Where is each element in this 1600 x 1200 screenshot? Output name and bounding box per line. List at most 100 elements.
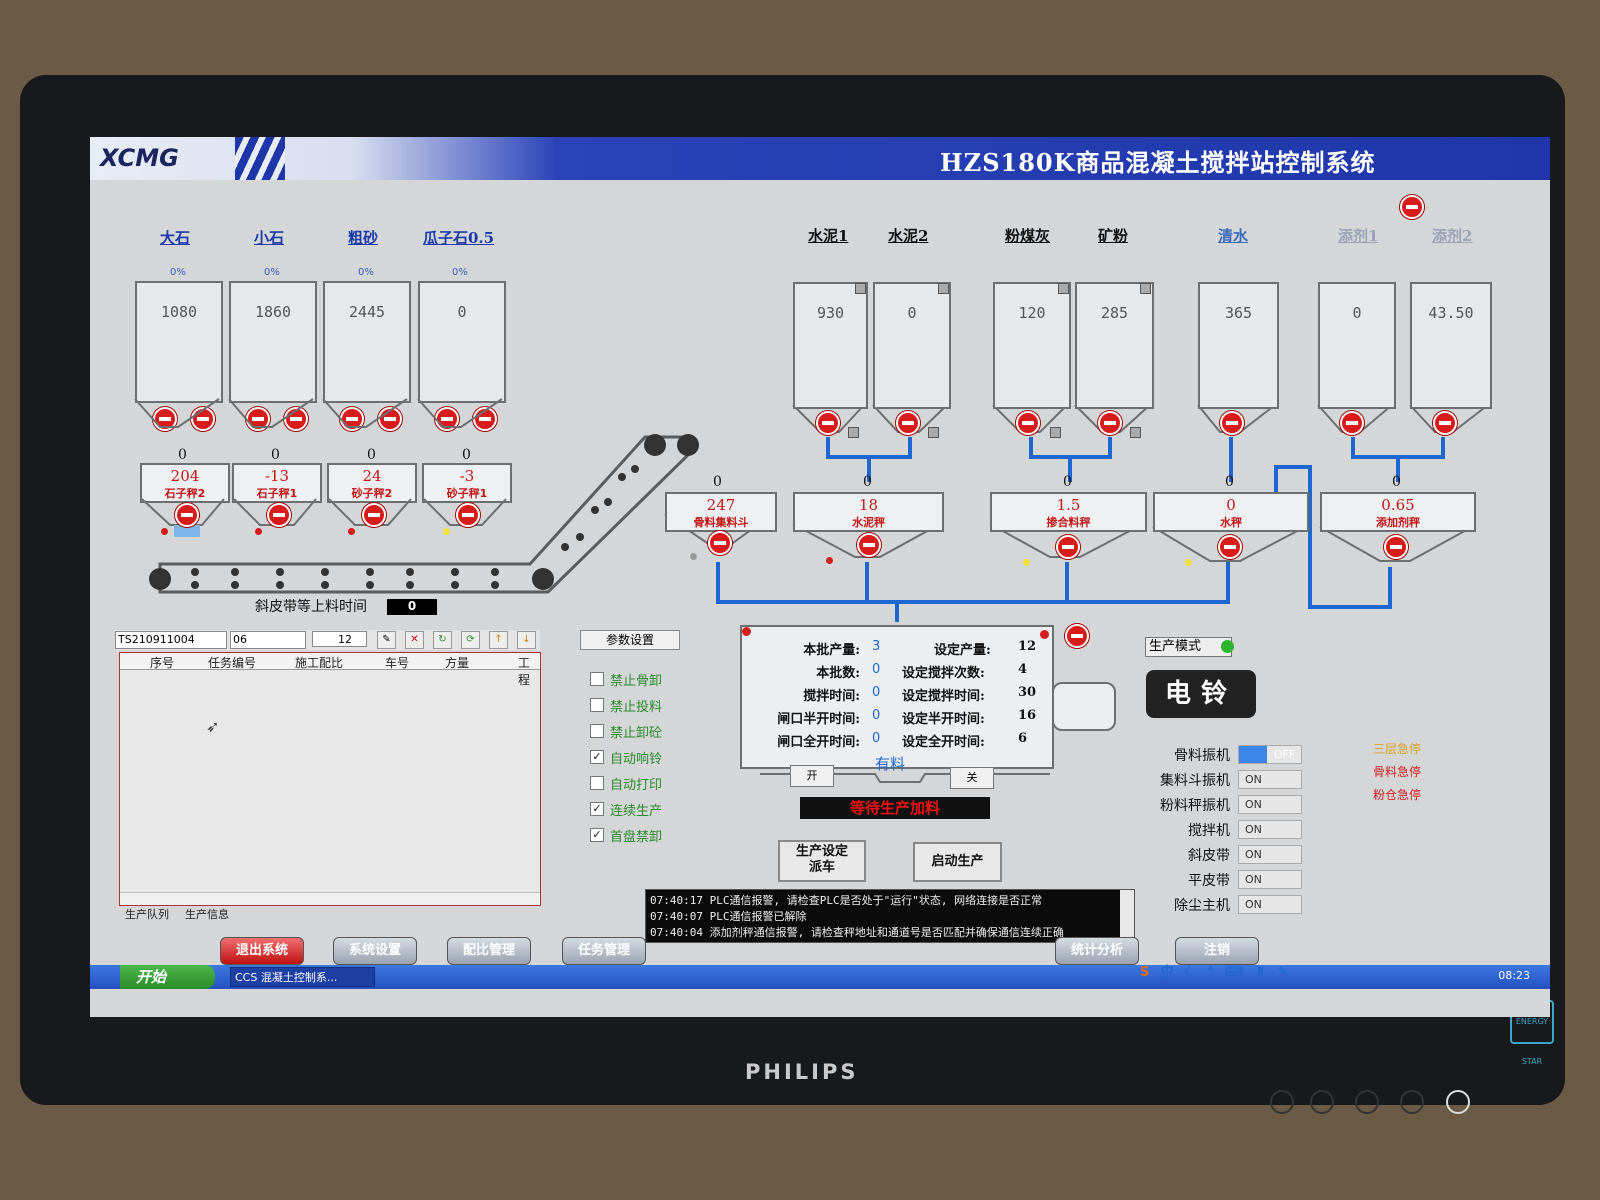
column-header[interactable]: 序号 bbox=[150, 656, 175, 670]
valve-icon[interactable] bbox=[267, 503, 291, 527]
parameter-title[interactable]: 参数设置 bbox=[580, 630, 680, 650]
valve-icon[interactable] bbox=[284, 407, 308, 431]
refresh-icon[interactable]: ↻ bbox=[433, 631, 452, 649]
mixer-set-value[interactable]: 6 bbox=[1018, 731, 1028, 746]
move-down-icon[interactable]: ↓ bbox=[517, 631, 536, 649]
checkbox[interactable] bbox=[590, 724, 604, 738]
logout-button[interactable]: 注销 bbox=[1175, 937, 1259, 965]
moon-icon[interactable]: ☾ bbox=[1184, 965, 1197, 980]
motor-toggle[interactable]: ON bbox=[1238, 770, 1302, 789]
water-bin[interactable]: 365 bbox=[1198, 282, 1279, 409]
motor-toggle[interactable]: ON bbox=[1238, 820, 1302, 839]
wrench-icon[interactable]: ✎ bbox=[1277, 965, 1289, 980]
checkbox[interactable] bbox=[590, 698, 604, 712]
motor-toggle[interactable]: ON bbox=[1238, 870, 1302, 889]
powder-label[interactable]: 添剂2 bbox=[1432, 227, 1473, 245]
tab-queue[interactable]: 生产队列 bbox=[125, 908, 169, 921]
checkbox-label[interactable]: 自动响铃 bbox=[610, 752, 663, 767]
motor-toggle[interactable]: ON bbox=[1238, 795, 1302, 814]
column-header[interactable]: 车号 bbox=[385, 656, 410, 670]
powder-bin[interactable]: 120 bbox=[993, 282, 1071, 409]
task-management-button[interactable]: 任务管理 bbox=[562, 937, 646, 965]
valve-icon[interactable] bbox=[1098, 411, 1122, 435]
delete-icon[interactable]: ✕ bbox=[405, 631, 424, 649]
mix-management-button[interactable]: 配比管理 bbox=[447, 937, 531, 965]
power-button[interactable] bbox=[1446, 1090, 1470, 1114]
bell-button[interactable]: 电铃 bbox=[1146, 670, 1256, 718]
task-grid[interactable]: 序号 任务编号 施工配比 车号 方量 工程 ➶ bbox=[119, 652, 541, 906]
powder-label[interactable]: 清水 bbox=[1218, 227, 1249, 245]
column-header[interactable]: 任务编号 bbox=[208, 656, 257, 670]
valve-icon[interactable] bbox=[1433, 411, 1457, 435]
checkbox[interactable] bbox=[590, 776, 604, 790]
valve-icon[interactable] bbox=[362, 503, 386, 527]
valve-icon[interactable] bbox=[1340, 411, 1364, 435]
valve-icon[interactable] bbox=[1056, 535, 1080, 559]
motor-toggle[interactable]: ON bbox=[1238, 895, 1302, 914]
powder-label[interactable]: 添剂1 bbox=[1338, 227, 1379, 245]
powder-label[interactable]: 粉煤灰 bbox=[1005, 227, 1051, 245]
checkbox-label[interactable]: 连续生产 bbox=[610, 804, 663, 819]
valve-icon[interactable] bbox=[175, 503, 199, 527]
additive-bin[interactable]: 43.50 bbox=[1410, 282, 1492, 409]
checkbox-checked[interactable]: ✓ bbox=[590, 828, 604, 842]
column-header[interactable]: 施工配比 bbox=[295, 656, 344, 670]
taskbar-app[interactable]: CCS 混凝土控制系... bbox=[230, 967, 375, 987]
dispatch-settings-button[interactable]: 生产设定 派车 bbox=[778, 840, 866, 882]
mixer-set-value[interactable]: 12 bbox=[1018, 639, 1037, 654]
aggregate-label[interactable]: 大石 bbox=[160, 229, 191, 247]
checkbox-label[interactable]: 首盘禁卸 bbox=[610, 830, 663, 845]
column-header[interactable]: 方量 bbox=[445, 656, 470, 670]
powder-label[interactable]: 水泥1 bbox=[808, 227, 849, 245]
move-up-icon[interactable]: ↑ bbox=[489, 631, 508, 649]
punctuation-icon[interactable]: ° bbox=[1207, 965, 1214, 980]
checkbox-label[interactable]: 禁止投料 bbox=[610, 700, 663, 715]
alarm-icon[interactable] bbox=[1400, 195, 1424, 219]
estop-indicator[interactable]: 粉仓急停 bbox=[1373, 788, 1422, 802]
checkbox[interactable] bbox=[590, 672, 604, 686]
powder-bin[interactable]: 0 bbox=[873, 282, 951, 409]
count-stepper[interactable]: 12 bbox=[312, 631, 367, 647]
mixer-set-value[interactable]: 30 bbox=[1018, 685, 1037, 700]
aggregate-bin[interactable]: 1860 bbox=[229, 281, 317, 403]
horizontal-scrollbar[interactable] bbox=[120, 892, 540, 905]
system-settings-button[interactable]: 系统设置 bbox=[333, 937, 417, 965]
start-production-button[interactable]: 启动生产 bbox=[913, 842, 1002, 882]
checkbox-label[interactable]: 禁止骨卸 bbox=[610, 674, 663, 689]
valve-icon[interactable] bbox=[1384, 535, 1408, 559]
monitor-button[interactable] bbox=[1270, 1090, 1294, 1114]
aggregate-bin[interactable]: 1080 bbox=[135, 281, 223, 403]
aggregate-bin[interactable]: 2445 bbox=[323, 281, 411, 403]
statistics-button[interactable]: 统计分析 bbox=[1055, 937, 1139, 965]
production-mode[interactable]: 生产模式 bbox=[1145, 637, 1232, 657]
tab-info[interactable]: 生产信息 bbox=[185, 908, 229, 921]
valve-icon[interactable] bbox=[1220, 411, 1244, 435]
aggregate-label[interactable]: 小石 bbox=[254, 229, 285, 247]
valve-icon[interactable] bbox=[473, 407, 497, 431]
monitor-button[interactable] bbox=[1355, 1090, 1379, 1114]
powder-bin[interactable]: 285 bbox=[1075, 282, 1154, 409]
alarm-icon[interactable] bbox=[1065, 624, 1089, 648]
aggregate-label[interactable]: 粗砂 bbox=[348, 229, 379, 247]
aggregate-label[interactable]: 瓜子石0.5 bbox=[423, 229, 495, 247]
valve-icon[interactable] bbox=[857, 533, 881, 557]
shirt-icon[interactable]: ♜ bbox=[1254, 965, 1267, 980]
monitor-button[interactable] bbox=[1400, 1090, 1424, 1114]
dispatch-combo[interactable]: 06 bbox=[230, 631, 306, 649]
valve-icon[interactable] bbox=[896, 411, 920, 435]
chinese-input-icon[interactable]: 中 bbox=[1160, 965, 1174, 980]
edit-icon[interactable]: ✎ bbox=[377, 631, 396, 649]
valve-icon[interactable] bbox=[1218, 535, 1242, 559]
task-number-combo[interactable]: TS210911004 bbox=[115, 631, 227, 649]
column-header[interactable]: 工程 bbox=[518, 656, 531, 687]
valve-icon[interactable] bbox=[816, 411, 840, 435]
